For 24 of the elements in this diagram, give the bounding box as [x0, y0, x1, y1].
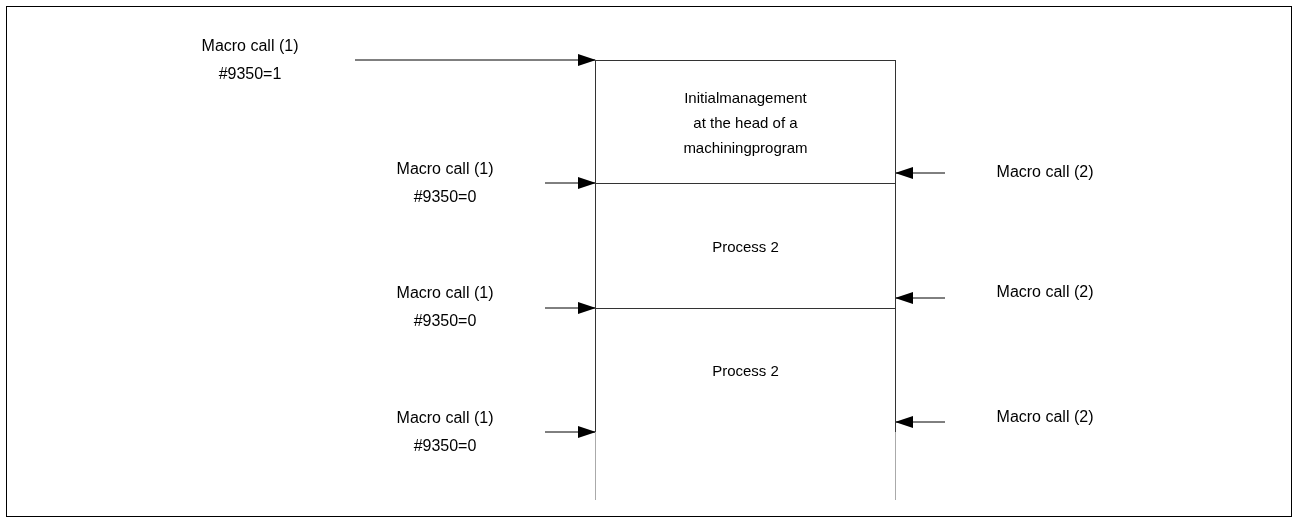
call-label: Macro call (1) [396, 160, 494, 178]
arrow [895, 292, 946, 304]
process-box [595, 60, 896, 184]
box-text: Process 2 [712, 361, 779, 381]
process-box [595, 308, 896, 433]
arrow [895, 167, 946, 179]
arrow [354, 54, 596, 66]
arrow [895, 416, 946, 428]
process-box [595, 183, 896, 309]
call-label: #9350=0 [413, 437, 477, 455]
call-label: Macro call (1) [396, 284, 494, 302]
call-label: #9350=0 [413, 188, 477, 206]
box-text: Process 2 [712, 236, 779, 257]
box-text: Initialmanagement at the head of a machiningprogram [682, 87, 809, 158]
arrow [544, 426, 596, 438]
call-label: Macro call (2) [996, 163, 1094, 181]
arrow [544, 302, 596, 314]
call-label: Macro call (1) [396, 409, 494, 427]
call-label: Macro call (2) [996, 283, 1094, 301]
call-label: #9350=1 [218, 65, 282, 83]
call-label: Macro call (1) [201, 37, 299, 55]
arrow [544, 177, 596, 189]
call-label: #9350=0 [413, 312, 477, 330]
call-label: Macro call (2) [996, 408, 1094, 426]
